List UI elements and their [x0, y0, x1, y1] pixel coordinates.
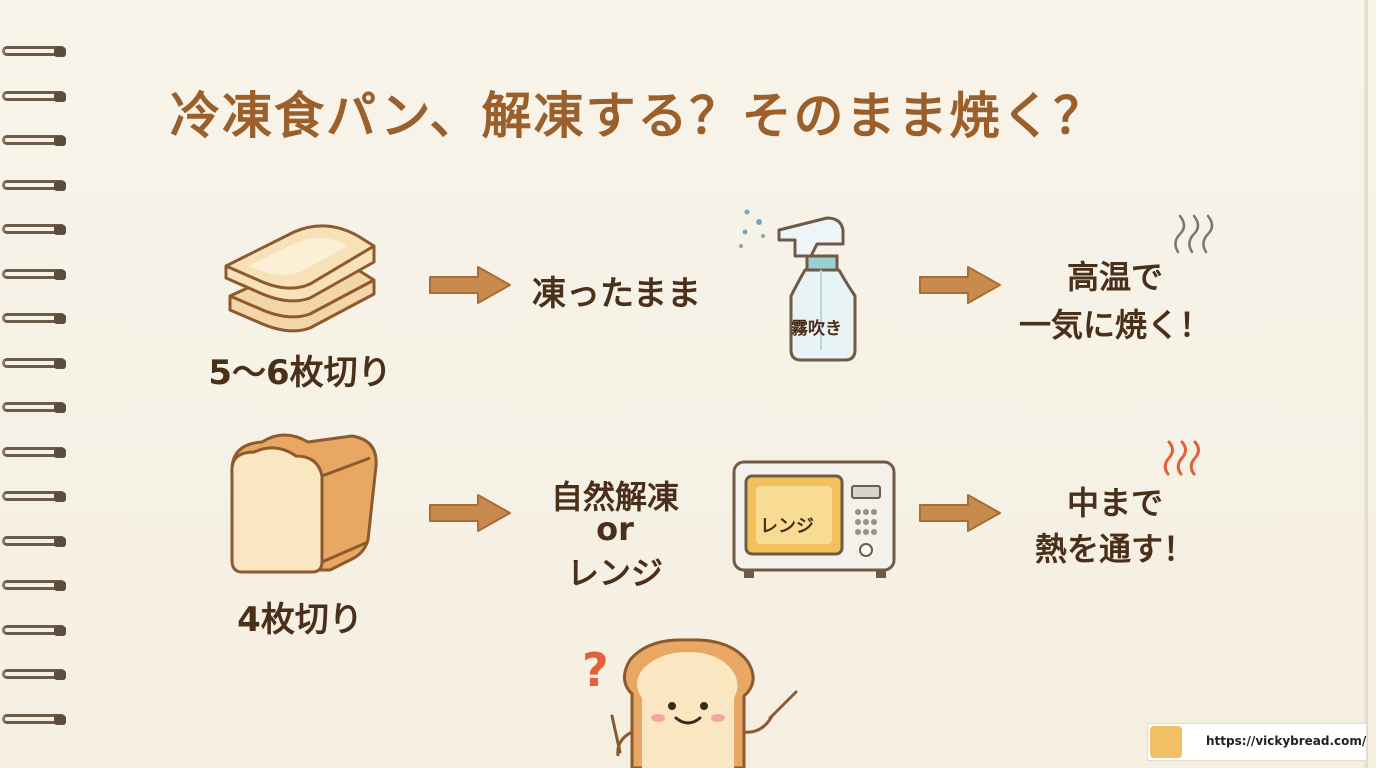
result-heat-through-line1: 中まで — [1066, 484, 1163, 522]
bread-label-5-6-slice: 5〜6枚切り — [208, 353, 392, 393]
step-label-thaw-line1: 自然解凍 — [550, 478, 679, 516]
sliced-bread-icon — [224, 224, 376, 333]
result-heat-through-line2: 熱を通す！ — [1034, 530, 1195, 568]
spiral-ring — [0, 489, 70, 505]
page-title: 冷凍食パン、解凍する？そのまま焼く？ — [170, 87, 1106, 145]
toast-character-icon: ? — [582, 638, 798, 768]
spiral-ring — [0, 44, 70, 60]
site-credit-box[interactable]: https://vickybread.com/ — [1147, 723, 1367, 761]
spiral-ring — [0, 178, 70, 194]
site-logo-icon — [1150, 726, 1182, 758]
spiral-ring — [0, 222, 70, 238]
steam-icon — [1174, 214, 1214, 254]
spiral-ring — [0, 311, 70, 327]
spiral-ring — [0, 667, 70, 683]
result-high-heat-line1: 高温で — [1066, 258, 1163, 296]
arrow-right-icon — [919, 494, 1001, 532]
microwave-label: レンジ — [760, 516, 814, 537]
arrow-right-icon — [429, 266, 511, 304]
question-mark-icon: ? — [582, 643, 609, 697]
spiral-ring — [0, 534, 70, 550]
thick-bread-icon — [230, 433, 378, 574]
arrow-right-icon — [429, 494, 511, 532]
site-url-link[interactable]: https://vickybread.com/ — [1206, 734, 1367, 748]
result-high-heat-line2: 一気に焼く！ — [1018, 306, 1211, 344]
spiral-ring — [0, 400, 70, 416]
spiral-ring — [0, 133, 70, 149]
microwave-icon — [732, 460, 896, 578]
spiral-binding — [0, 0, 80, 768]
step-label-frozen: 凍ったまま — [532, 274, 701, 314]
spiral-ring — [0, 445, 70, 461]
step-label-thaw-line3: レンジ — [566, 554, 663, 592]
step-label-thaw-line2: or — [596, 510, 634, 548]
spiral-ring — [0, 578, 70, 594]
hot-steam-icon — [1163, 440, 1200, 476]
spray-bottle-label: 霧吹き — [791, 319, 842, 339]
spiral-ring — [0, 712, 70, 728]
spiral-ring — [0, 623, 70, 639]
spiral-ring — [0, 89, 70, 105]
spray-bottle-icon — [739, 209, 857, 362]
spiral-ring — [0, 267, 70, 283]
spiral-ring — [0, 356, 70, 372]
bread-label-4-slice: 4枚切り — [237, 600, 363, 640]
arrow-right-icon — [919, 266, 1001, 304]
page-edge — [1364, 0, 1368, 768]
